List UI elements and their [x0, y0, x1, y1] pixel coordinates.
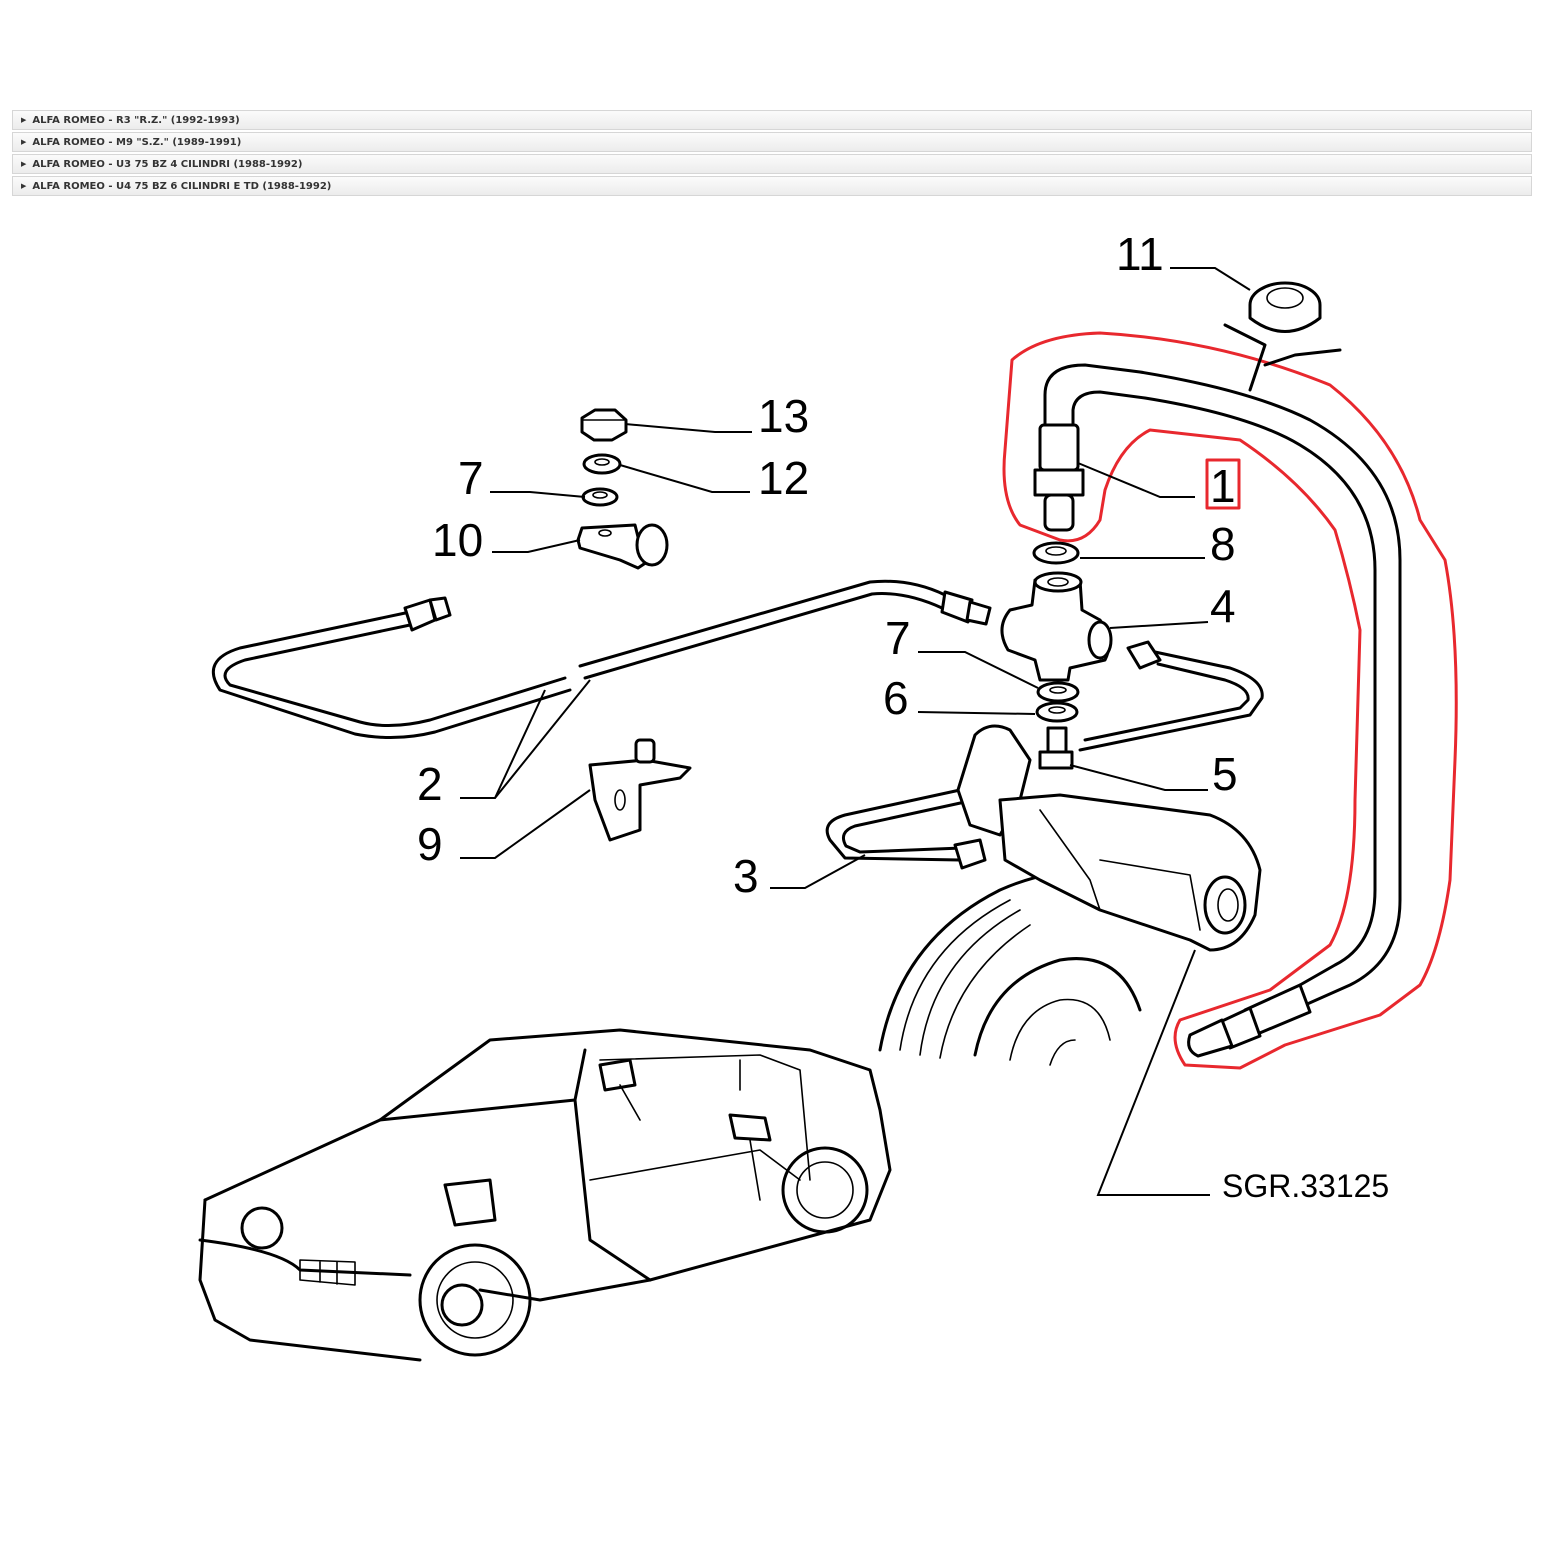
part-7-washer-upper[interactable]	[581, 487, 619, 507]
application-label: ALFA ROMEO - R3 "R.Z." (1992-1993)	[32, 114, 240, 126]
application-label: ALFA ROMEO - U4 75 BZ 6 CILINDRI E TD (1…	[32, 180, 332, 192]
callout-1[interactable]: 1	[1210, 460, 1236, 512]
union-side-pipe	[1078, 640, 1264, 752]
part-5-bolt[interactable]	[1038, 726, 1074, 770]
expand-arrow-icon: ▶	[21, 116, 27, 124]
part-8-washer[interactable]	[1032, 541, 1080, 565]
part-2-pipes[interactable]	[211, 579, 992, 799]
part-11-grommet[interactable]	[1223, 281, 1342, 392]
expand-arrow-icon: ▶	[21, 160, 27, 168]
callout-2[interactable]: 2	[417, 758, 443, 810]
callout-11[interactable]: 11	[1116, 228, 1164, 280]
application-label: ALFA ROMEO - M9 "S.Z." (1989-1991)	[32, 136, 242, 148]
drawing-code: SGR.33125	[1222, 1168, 1389, 1204]
application-row[interactable]: ▶ ALFA ROMEO - R3 "R.Z." (1992-1993)	[12, 110, 1532, 130]
callout-7-upper[interactable]: 7	[458, 452, 484, 504]
application-list: ▶ ALFA ROMEO - R3 "R.Z." (1992-1993) ▶ A…	[12, 110, 1532, 198]
part-1-highlight	[1002, 331, 1458, 1070]
part-7-washer-lower[interactable]	[1036, 681, 1080, 703]
expand-arrow-icon: ▶	[21, 138, 27, 146]
callout-10[interactable]: 10	[432, 514, 483, 566]
application-label: ALFA ROMEO - U3 75 BZ 4 CILINDRI (1988-1…	[32, 158, 303, 170]
callout-7-lower[interactable]: 7	[885, 612, 911, 664]
part-9-bracket[interactable]	[588, 738, 692, 842]
application-row[interactable]: ▶ ALFA ROMEO - U4 75 BZ 6 CILINDRI E TD …	[12, 176, 1532, 196]
part-4-union[interactable]	[1000, 571, 1113, 682]
part-10-bracket[interactable]	[576, 523, 669, 570]
part-13-nut[interactable]	[580, 408, 628, 442]
application-row[interactable]: ▶ ALFA ROMEO - U3 75 BZ 4 CILINDRI (1988…	[12, 154, 1532, 174]
callout-1-box	[1205, 458, 1241, 510]
callout-3[interactable]: 3	[733, 850, 759, 902]
brake-caliper	[878, 724, 1262, 1196]
expand-arrow-icon: ▶	[21, 182, 27, 190]
leader-lines	[460, 267, 1251, 859]
part-12-washer[interactable]	[582, 453, 622, 475]
car-illustration	[198, 1028, 892, 1362]
callout-6[interactable]: 6	[883, 672, 909, 724]
callout-4[interactable]: 4	[1210, 580, 1236, 632]
part-1-hose[interactable]	[1033, 363, 1402, 1058]
callout-13[interactable]: 13	[758, 390, 809, 442]
callout-8[interactable]: 8	[1210, 518, 1236, 570]
callout-9[interactable]: 9	[417, 818, 443, 870]
part-6-washer[interactable]	[1035, 701, 1079, 723]
part-3-pipe[interactable]	[770, 788, 987, 889]
application-row[interactable]: ▶ ALFA ROMEO - M9 "S.Z." (1989-1991)	[12, 132, 1532, 152]
callout-12[interactable]: 12	[758, 452, 809, 504]
callout-5[interactable]: 5	[1212, 748, 1238, 800]
